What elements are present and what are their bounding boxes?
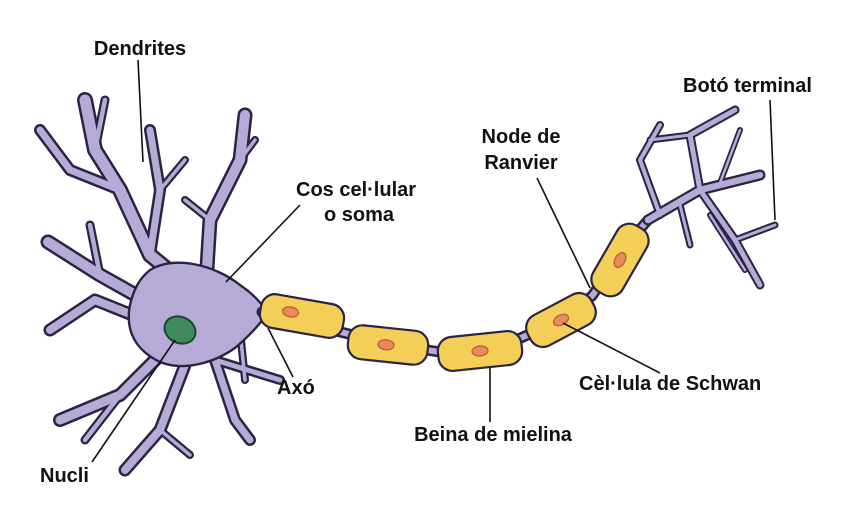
cell-body [127, 261, 270, 368]
label-soma-line2: o soma [324, 204, 395, 226]
leader-schwann [562, 322, 661, 374]
label-schwann: Cèl·lula de Schwan [579, 373, 761, 395]
leader-nucleus [91, 339, 176, 463]
leader-node [536, 177, 591, 289]
label-nucleus: Nucli [40, 465, 89, 487]
label-myelin: Beina de mielina [414, 424, 573, 446]
schwann-cell-2 [346, 324, 430, 366]
leader-terminal [769, 99, 776, 221]
labels: Dendrites Cos cel·lular o soma Node de R… [40, 38, 812, 487]
leader-soma [225, 204, 301, 283]
label-node-line2: Ranvier [484, 152, 558, 174]
myelin-sheath [258, 222, 650, 373]
leader-axon [267, 327, 294, 378]
schwann-cell-5 [590, 222, 650, 298]
leader-lines [91, 59, 776, 463]
schwann-cell-4 [525, 291, 597, 349]
label-terminal: Botó terminal [683, 75, 812, 97]
axon-terminals [636, 105, 779, 290]
label-dendrites: Dendrites [94, 38, 186, 60]
label-axon: Axó [277, 377, 315, 399]
schwann-cell-3 [436, 329, 524, 373]
leader-dendrites [137, 59, 144, 163]
schwann-cell-1 [258, 293, 346, 339]
label-node-line1: Node de [482, 126, 561, 148]
label-soma-line1: Cos cel·lular [296, 179, 416, 201]
